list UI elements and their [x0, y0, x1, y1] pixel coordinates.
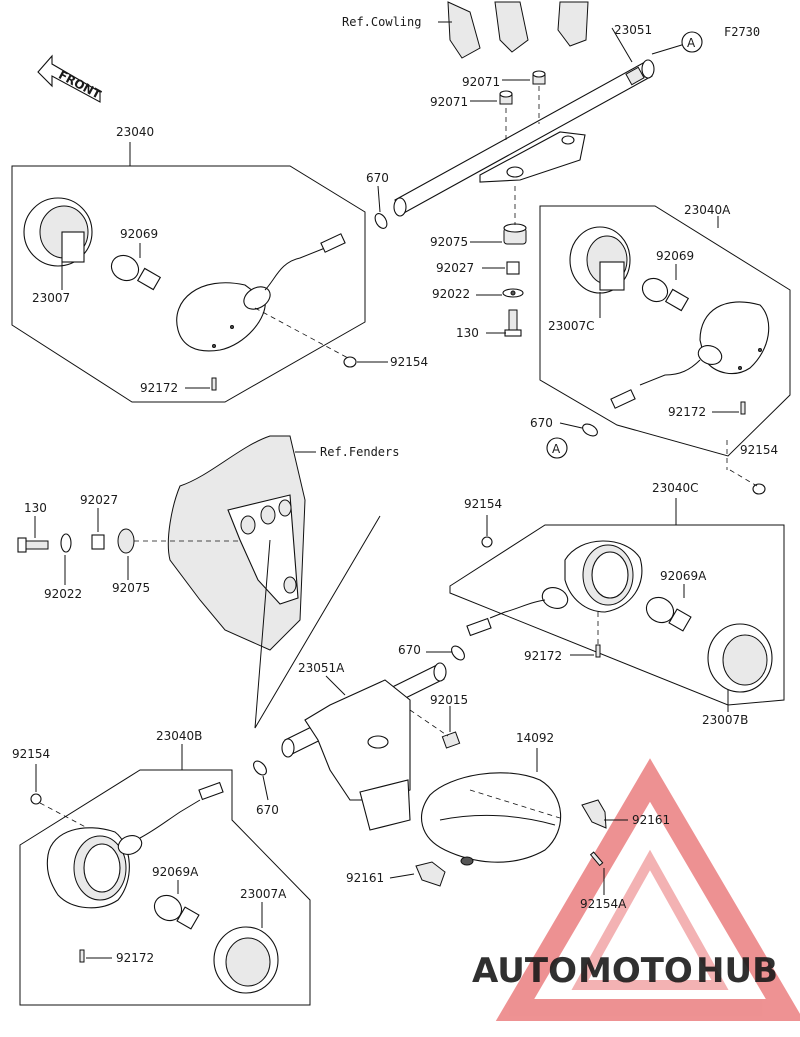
- svg-text:AUTO: AUTO: [472, 951, 577, 991]
- watermark-logo: [495, 758, 800, 1021]
- label-92075-mid: 92075: [112, 581, 150, 595]
- label-92069A-left: 92069A: [152, 865, 199, 879]
- label-92161-right: 92161: [632, 813, 670, 827]
- ref-fenders-label: Ref.Fenders: [320, 445, 399, 459]
- mount-hardware-top: 92075 92027 92022 130: [430, 186, 527, 340]
- label-92154-right: 92154: [740, 443, 778, 457]
- label-670-top: 670: [366, 171, 389, 185]
- grommet-92071: 92071 92071: [430, 70, 546, 140]
- figure-code: F2730: [724, 25, 760, 39]
- label-670-right: 670: [530, 416, 553, 430]
- turn-signal-assy-23040C: 23040C 92154 92069A 23007B 92172 670: [398, 481, 785, 727]
- cowling-ref-group: Ref.Cowling: [342, 1, 589, 59]
- label-92022-top: 92022: [432, 287, 470, 301]
- front-direction-arrow: FRONT: [37, 54, 104, 103]
- label-92071-a: 92071: [462, 75, 500, 89]
- label-92154-bottom: 92154: [12, 747, 50, 761]
- label-92027-mid: 92027: [80, 493, 118, 507]
- label-23040C: 23040C: [652, 481, 699, 495]
- label-92154-mid: 92154: [464, 497, 502, 511]
- label-23051A: 23051A: [298, 661, 345, 675]
- label-92015: 92015: [430, 693, 468, 707]
- label-92069-left: 92069: [120, 227, 158, 241]
- ref-cowling-label: Ref.Cowling: [342, 15, 421, 29]
- label-14092: 14092: [516, 731, 554, 745]
- label-23051: 23051: [614, 23, 652, 37]
- label-92172-top: 92172: [140, 381, 178, 395]
- turn-signal-bracket-front: 23051: [393, 23, 686, 217]
- svg-text:HUB: HUB: [696, 951, 778, 991]
- turn-signal-assy-23040A: 23040A 23007C 92069 92172 670 92154 A: [530, 203, 791, 495]
- label-92069-right: 92069: [656, 249, 694, 263]
- label-92027-top: 92027: [436, 261, 474, 275]
- turn-signal-assy-23040B: 23040B 92154 670 92069A 23007A 92172: [12, 729, 311, 1006]
- front-label: FRONT: [56, 68, 104, 102]
- label-92022-mid: 92022: [44, 587, 82, 601]
- label-23007: 23007: [32, 291, 70, 305]
- label-92172-right: 92172: [668, 405, 706, 419]
- label-23007B: 23007B: [702, 713, 748, 727]
- label-23007A: 23007A: [240, 887, 287, 901]
- label-92075-top: 92075: [430, 235, 468, 249]
- svg-text:A: A: [687, 36, 696, 50]
- svg-text:MOTO: MOTO: [578, 951, 693, 991]
- callout-a-lower: A: [552, 442, 561, 456]
- turn-signal-bracket-rear: 23051A 92015: [281, 661, 468, 831]
- label-23040A: 23040A: [684, 203, 731, 217]
- fender-ref-group: Ref.Fenders: [167, 435, 399, 729]
- mount-hardware-rear: 130 92027 92022 92075: [17, 493, 240, 601]
- label-92154A: 92154A: [580, 897, 627, 911]
- label-670-bottom: 670: [256, 803, 279, 817]
- label-92154-top: 92154: [390, 355, 428, 369]
- label-92069A-right: 92069A: [660, 569, 707, 583]
- label-23007C: 23007C: [548, 319, 595, 333]
- cover-14092: 14092 92161 92161 92154A: [346, 731, 670, 911]
- label-92071-b: 92071: [430, 95, 468, 109]
- label-670-mid: 670: [398, 643, 421, 657]
- label-92172-mid: 92172: [524, 649, 562, 663]
- label-92172-bottom: 92172: [116, 951, 154, 965]
- label-23040: 23040: [116, 125, 154, 139]
- label-130-mid: 130: [24, 501, 47, 515]
- turn-signal-assy-23040: 23040 23007 92069 92154 92172 670: [11, 125, 428, 403]
- label-92161-left: 92161: [346, 871, 384, 885]
- label-23040B: 23040B: [156, 729, 202, 743]
- label-130-top: 130: [456, 326, 479, 340]
- callout-a-top: A: [681, 31, 703, 53]
- watermark-text: AUTO MOTO HUB: [472, 951, 778, 991]
